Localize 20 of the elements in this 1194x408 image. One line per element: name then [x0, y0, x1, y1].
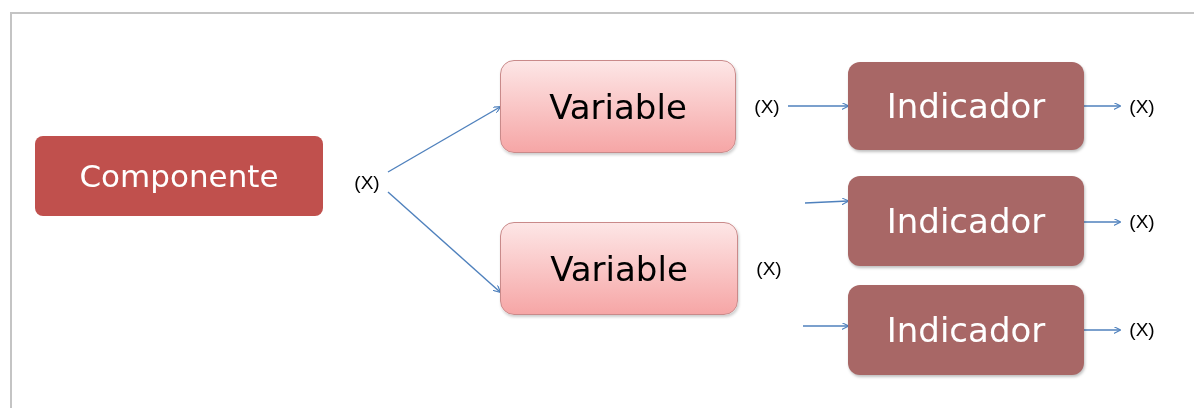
arrow: [1083, 217, 1122, 227]
component-box: Componente: [35, 136, 323, 216]
multiplier-label: (X): [1129, 96, 1155, 118]
multiplier-label: (X): [1129, 211, 1155, 233]
indicator-box: Indicador: [848, 176, 1084, 266]
variable-box: Variable: [500, 222, 738, 315]
multiplier-label: (X): [754, 96, 780, 118]
multiplier-label: (X): [756, 258, 782, 280]
indicator-box: Indicador: [848, 62, 1084, 150]
indicator-box: Indicador: [848, 285, 1084, 375]
arrow: [387, 106, 502, 173]
variable-box: Variable: [500, 60, 736, 153]
arrow: [387, 191, 502, 294]
multiplier-label: (X): [354, 172, 380, 194]
arrow: [1083, 101, 1122, 111]
multiplier-label: (X): [1129, 319, 1155, 341]
arrow: [787, 101, 850, 111]
arrow: [802, 321, 850, 331]
arrow: [804, 197, 850, 206]
arrow: [1083, 325, 1122, 335]
